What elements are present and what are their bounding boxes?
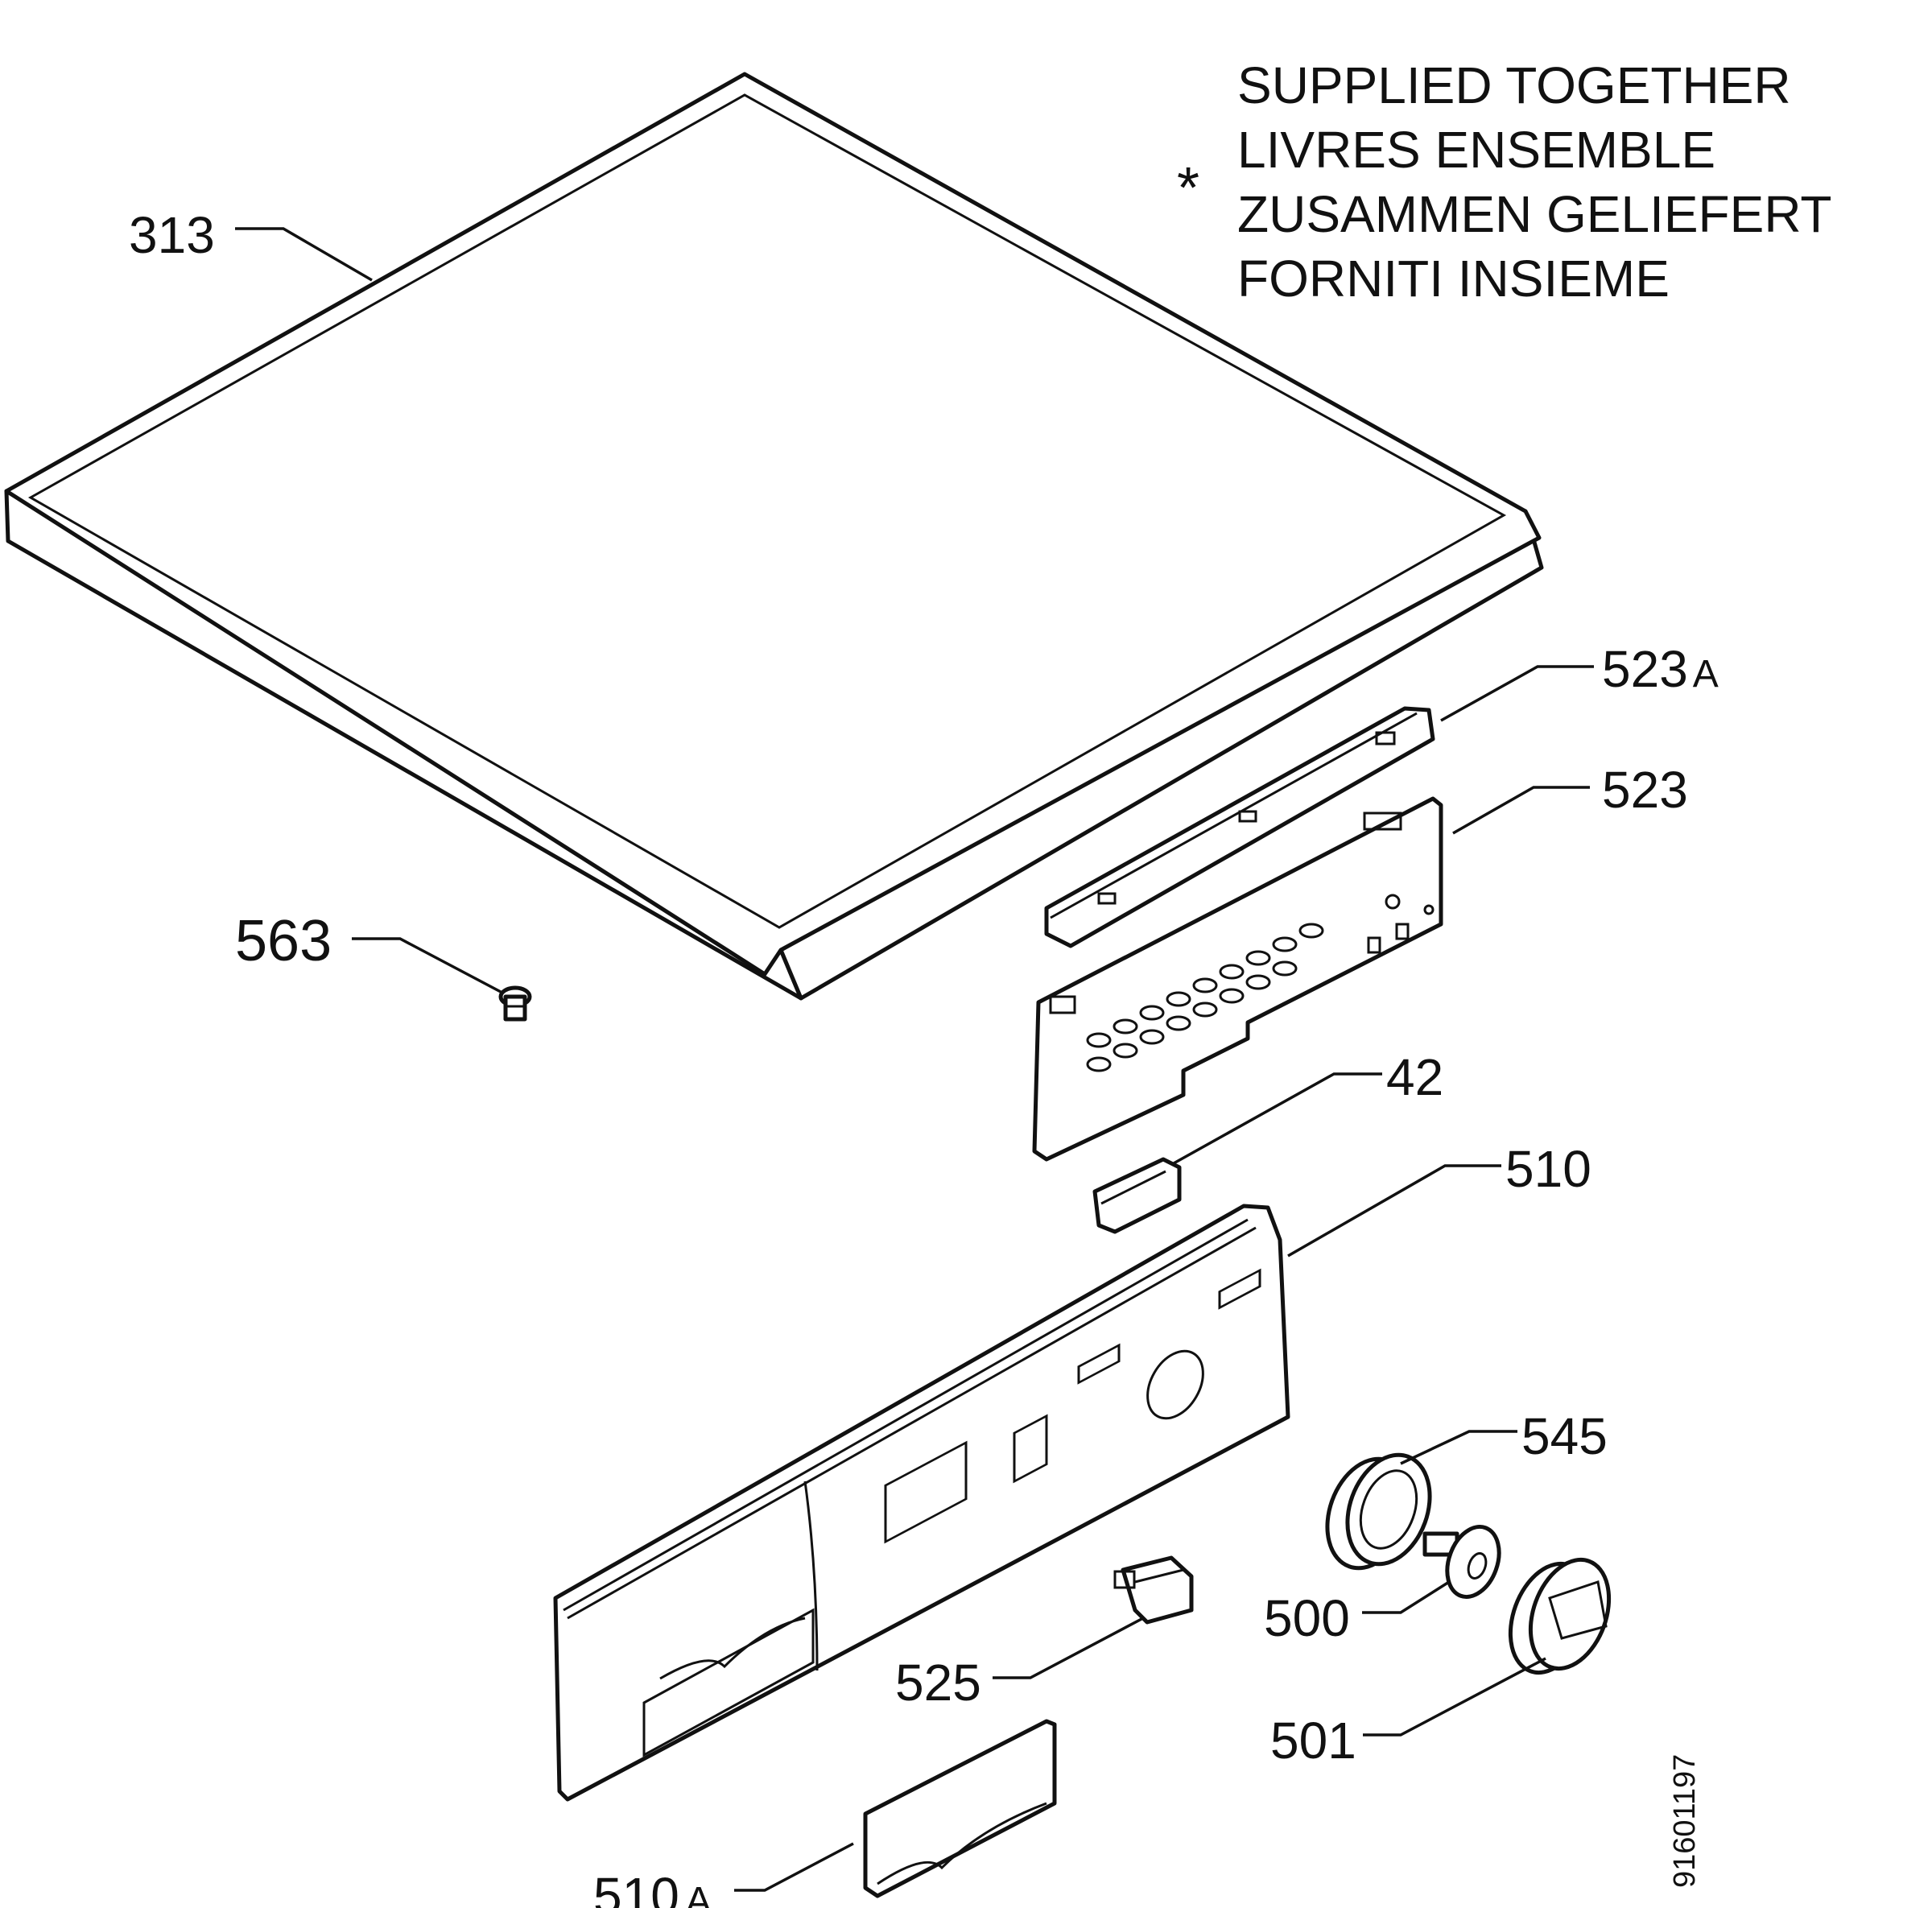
label-523: 523 xyxy=(1602,761,1688,819)
board-holes xyxy=(1086,894,1435,1072)
leader-525 xyxy=(993,1617,1144,1679)
label-501: 501 xyxy=(1270,1712,1356,1770)
leader-523A xyxy=(1440,665,1594,722)
part-313-worktop xyxy=(4,72,1544,1001)
legend: * SUPPLIED TOGETHER LIVRES ENSEMBLE ZUSA… xyxy=(1177,56,1831,308)
part-523-circuit-board xyxy=(1032,796,1443,1162)
leader-545 xyxy=(1400,1430,1517,1465)
label-500: 500 xyxy=(1264,1589,1350,1647)
label-525: 525 xyxy=(895,1654,981,1712)
legend-asterisk: * xyxy=(1177,156,1199,221)
leader-563 xyxy=(352,937,502,993)
leader-500 xyxy=(1362,1580,1450,1614)
part-501-knob xyxy=(1508,1557,1612,1675)
leader-42 xyxy=(1173,1072,1382,1165)
leader-lines xyxy=(235,227,1594,1892)
part-510-control-panel xyxy=(553,1204,1290,1802)
part-500-knob-shaft xyxy=(1422,1524,1501,1600)
legend-line-1: SUPPLIED TOGETHER xyxy=(1237,56,1791,114)
label-563: 563 xyxy=(235,909,332,973)
panel-cutouts xyxy=(642,1268,1261,1757)
part-563-screw xyxy=(498,985,532,1022)
doc-number: 91601197 xyxy=(1668,1754,1702,1888)
part-510A-display-window xyxy=(863,1719,1057,1898)
leader-510A xyxy=(734,1842,854,1892)
part-525-button xyxy=(1113,1555,1194,1625)
leader-501 xyxy=(1363,1657,1546,1737)
legend-line-2: LIVRES ENSEMBLE xyxy=(1237,121,1715,179)
label-313: 313 xyxy=(129,206,215,264)
part-523A-rail xyxy=(1044,706,1435,948)
leader-510 xyxy=(1287,1164,1501,1258)
part-42-block xyxy=(1092,1157,1182,1234)
label-510: 510 xyxy=(1505,1140,1591,1198)
label-545: 545 xyxy=(1521,1407,1608,1465)
legend-line-3: ZUSAMMEN GELIEFERT xyxy=(1237,185,1831,243)
leader-523 xyxy=(1452,786,1590,835)
legend-line-4: FORNITI INSIEME xyxy=(1237,250,1670,308)
label-42: 42 xyxy=(1386,1048,1443,1106)
part-545-knob-ring xyxy=(1325,1452,1432,1571)
leader-313 xyxy=(235,227,373,282)
